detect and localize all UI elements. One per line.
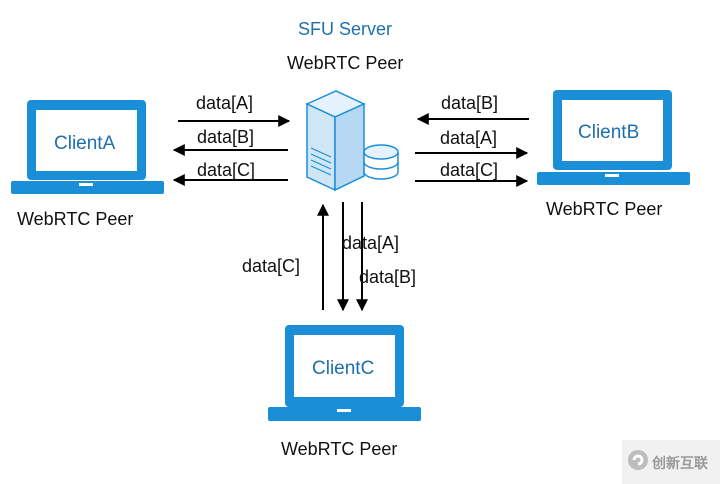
brand-logo-icon (628, 450, 648, 470)
client-a-peer-label: WebRTC Peer (17, 209, 134, 229)
client-c-laptop-icon (268, 325, 421, 421)
database-icon (363, 144, 399, 180)
client-b-peer-label: WebRTC Peer (546, 199, 663, 219)
arrow-label-c-down-b: data[B] (359, 267, 417, 287)
client-a-label: ClientA (54, 133, 116, 154)
server-title: SFU Server (298, 19, 393, 39)
arrow-label-a-up: data[A] (196, 93, 254, 113)
server-icon (305, 90, 366, 192)
client-c-label: ClientC (312, 358, 375, 379)
watermark-text: 创新互联 (652, 455, 708, 471)
arrow-label-a-down-c: data[C] (197, 160, 256, 180)
server-subtitle: WebRTC Peer (287, 53, 404, 73)
arrow-label-a-down-b: data[B] (197, 127, 255, 147)
arrow-label-c-up: data[C] (242, 256, 301, 276)
client-b-label: ClientB (578, 122, 640, 143)
client-c-peer-label: WebRTC Peer (281, 439, 398, 459)
arrow-label-b-down-a: data[A] (440, 128, 498, 148)
arrow-label-b-up: data[B] (441, 93, 499, 113)
arrow-label-c-down-a: data[A] (342, 233, 400, 253)
client-a-laptop-icon (11, 100, 164, 194)
arrow-label-b-down-c: data[C] (440, 160, 499, 180)
client-b-laptop-icon (537, 90, 690, 185)
watermark: 创新互联 (622, 440, 720, 484)
